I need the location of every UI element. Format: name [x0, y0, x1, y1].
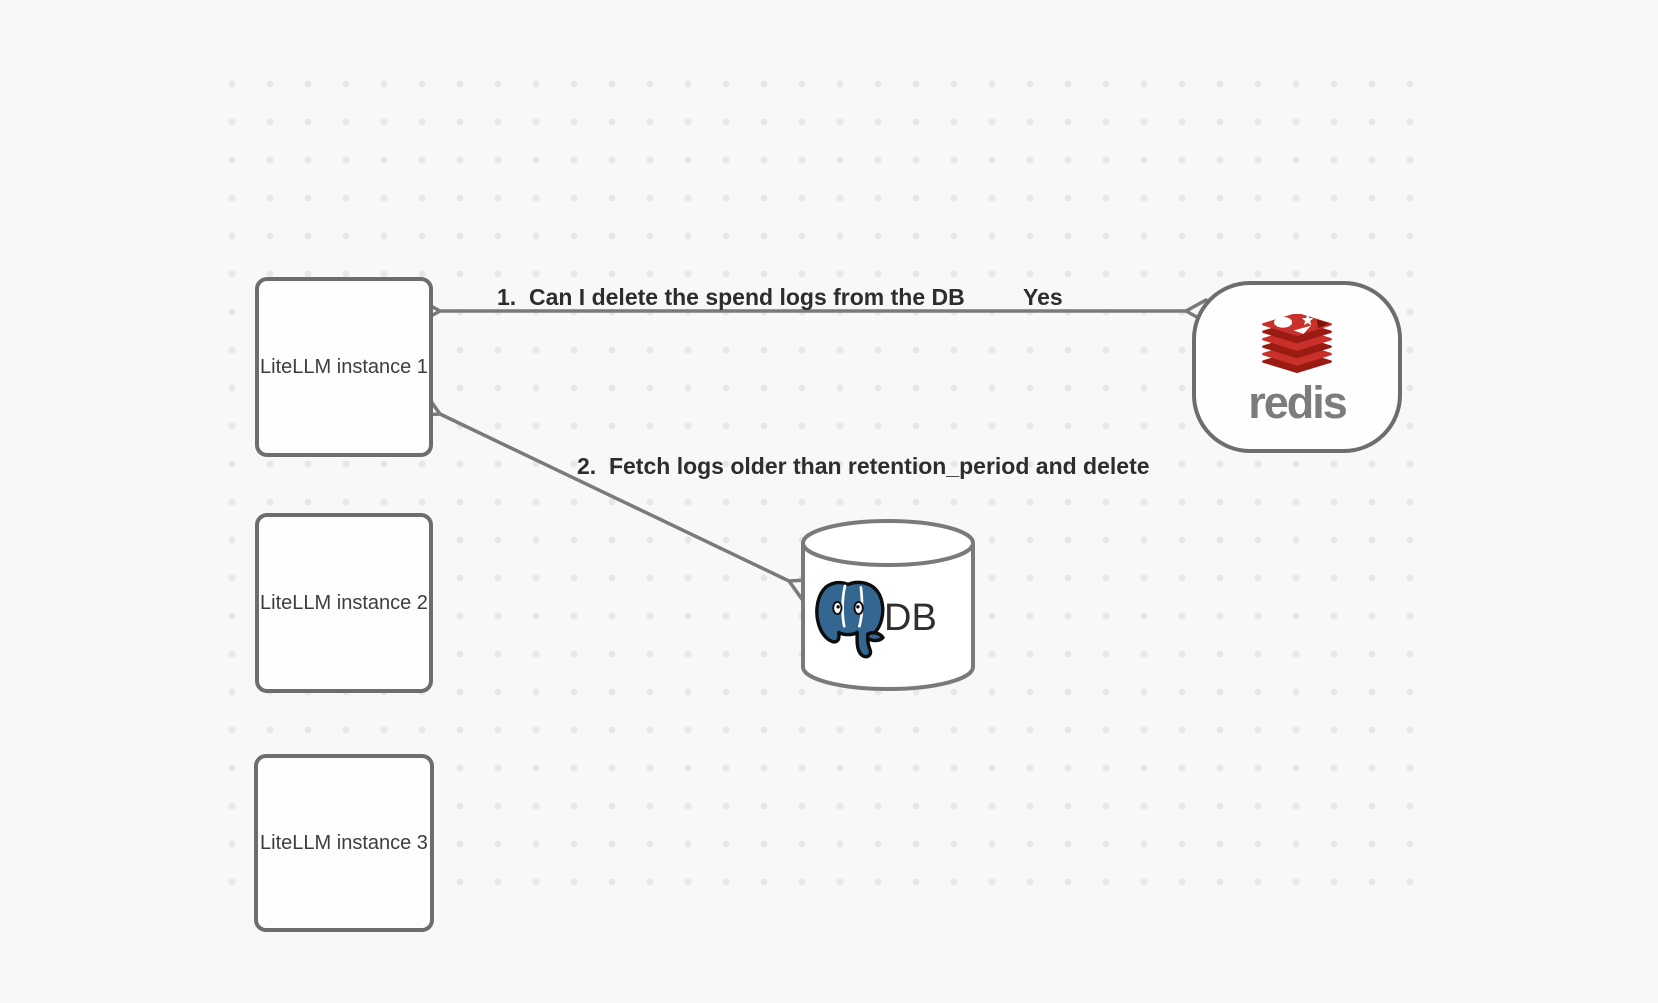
edge-1-label: 1. Can I delete the spend logs from the …: [497, 284, 965, 310]
edge-1-response-label: Yes: [1023, 284, 1063, 310]
node-redis: redis: [1192, 281, 1402, 453]
redis-wordmark: redis: [1248, 376, 1348, 428]
node-label: LiteLLM instance 2: [260, 591, 428, 614]
node-label: LiteLLM instance 1: [260, 355, 428, 378]
redis-logo-icon: [1262, 313, 1332, 373]
database-cylinder-icon: [801, 519, 975, 691]
node-label: LiteLLM instance 3: [260, 831, 428, 854]
node-litellm-instance-1: LiteLLM instance 1: [255, 277, 433, 457]
postgresql-logo-icon: [815, 580, 885, 659]
node-litellm-instance-2: LiteLLM instance 2: [255, 513, 433, 693]
db-node-label: DB: [884, 597, 937, 639]
edge-2-line: [415, 393, 814, 602]
edge-2-label: 2. Fetch logs older than retention_perio…: [577, 453, 1150, 479]
node-litellm-instance-3: LiteLLM instance 3: [254, 754, 434, 932]
